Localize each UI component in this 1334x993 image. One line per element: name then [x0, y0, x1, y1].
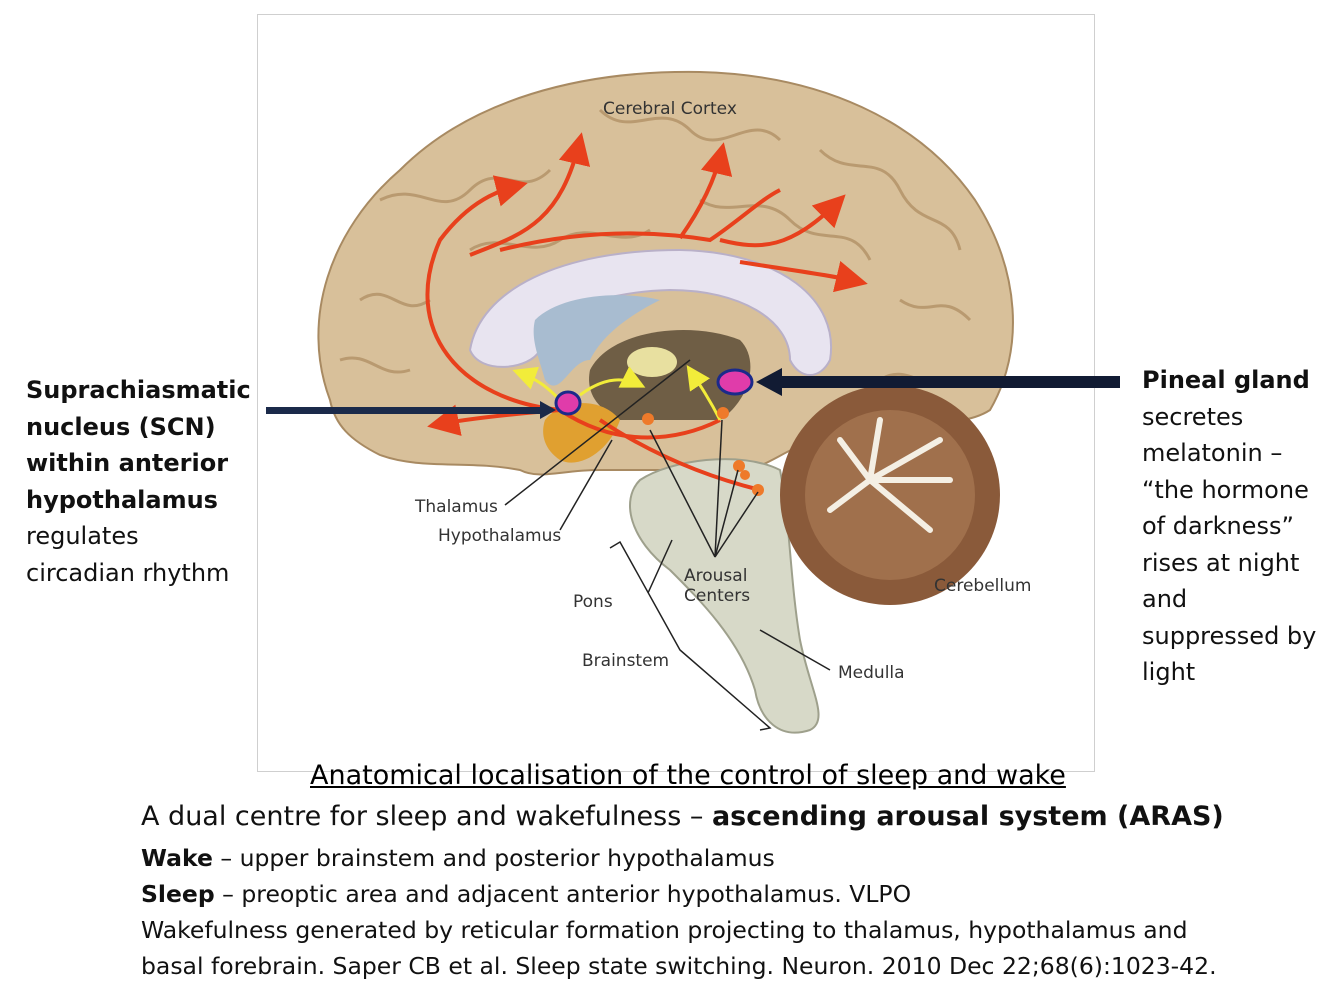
- label-pons: Pons: [573, 592, 613, 612]
- caption-line-5: basal forebrain. Saper CB et al. Sleep s…: [141, 952, 1217, 980]
- caption-wake-text: – upper brainstem and posterior hypothal…: [213, 844, 775, 872]
- pineal-note: Pineal gland secretes melatonin – “the h…: [1142, 362, 1316, 691]
- caption-line-4: Wakefulness generated by reticular forma…: [141, 916, 1188, 944]
- label-brainstem: Brainstem: [582, 651, 669, 671]
- pineal-note-line-3: “the hormone: [1142, 472, 1316, 509]
- scn-note-bold-1: Suprachiasmatic: [26, 376, 251, 404]
- label-cerebellum: Cerebellum: [934, 576, 1031, 596]
- pineal-note-line-4: of darkness”: [1142, 508, 1316, 545]
- caption-sleep-text: – preoptic area and adjacent anterior hy…: [215, 880, 911, 908]
- pineal-note-line-8: light: [1142, 654, 1316, 691]
- scn-note-line-2: circadian rhythm: [26, 555, 251, 592]
- scn-note-bold-3: within anterior: [26, 449, 228, 477]
- label-medulla: Medulla: [838, 663, 905, 683]
- label-hypothalamus: Hypothalamus: [438, 526, 561, 546]
- label-arousal: Arousal: [684, 566, 747, 586]
- pineal-note-line-1: secretes: [1142, 399, 1316, 436]
- caption-title: Anatomical localisation of the control o…: [310, 760, 1090, 791]
- caption-line-1: A dual centre for sleep and wakefulness …: [141, 801, 1224, 832]
- scn-note-line-1: regulates: [26, 518, 251, 555]
- pineal-note-line-2: melatonin –: [1142, 435, 1316, 472]
- label-cerebral-cortex: Cerebral Cortex: [603, 99, 737, 119]
- label-centers: Centers: [684, 586, 750, 606]
- pineal-note-line-5: rises at night: [1142, 545, 1316, 582]
- pineal-note-line-6: and: [1142, 581, 1316, 618]
- label-thalamus: Thalamus: [414, 497, 498, 517]
- thalamus: [627, 347, 677, 377]
- caption-wake-label: Wake: [141, 844, 213, 872]
- caption-line-1-bold: ascending arousal system (ARAS): [712, 801, 1224, 832]
- scn-note: Suprachiasmatic nucleus (SCN) within ant…: [26, 372, 251, 591]
- pineal-note-title: Pineal gland: [1142, 366, 1310, 394]
- caption-line-2: Wake – upper brainstem and posterior hyp…: [141, 844, 775, 872]
- scn-note-bold-2: nucleus (SCN): [26, 413, 216, 441]
- pineal-marker: [718, 370, 752, 394]
- scn-marker: [556, 392, 580, 414]
- scn-note-bold-4: hypothalamus: [26, 486, 218, 514]
- caption-sleep-label: Sleep: [141, 880, 215, 908]
- pineal-note-line-7: suppressed by: [1142, 618, 1316, 655]
- caption-line-1-prefix: A dual centre for sleep and wakefulness …: [141, 801, 712, 832]
- caption-line-3: Sleep – preoptic area and adjacent anter…: [141, 880, 911, 908]
